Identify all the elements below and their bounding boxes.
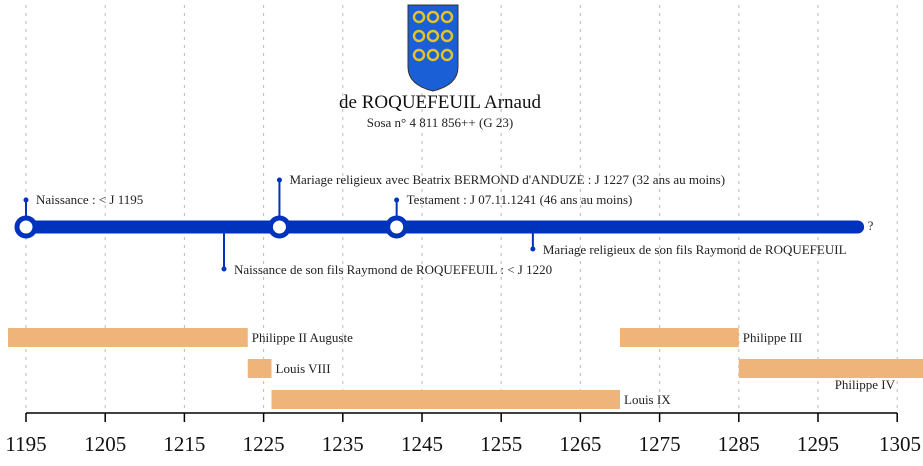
coat-charge <box>440 29 454 43</box>
event-dot <box>23 197 29 203</box>
event-label-son-marriage: Mariage religieux de son fils Raymond de… <box>543 242 847 257</box>
axis-tick-label: 1215 <box>163 432 205 456</box>
reign-label: Philippe III <box>743 330 803 345</box>
person-name: de ROQUEFEUIL Arnaud <box>339 92 541 113</box>
axis-tick-label: 1285 <box>718 432 760 456</box>
life-end-marker: ? <box>868 218 874 233</box>
axis-tick-label: 1245 <box>401 432 443 456</box>
event-dot <box>276 177 282 183</box>
person-sosa: Sosa n° 4 811 856++ (G 23) <box>367 115 514 130</box>
axis-tick-label: 1255 <box>480 432 522 456</box>
coat-charge <box>412 10 426 24</box>
coat-of-arms-icon <box>407 4 459 92</box>
reign-label: Philippe IV <box>835 377 896 392</box>
coat-charge <box>440 48 454 62</box>
reign-label: Louis IX <box>624 392 671 407</box>
reign-bar <box>8 328 248 347</box>
axis-tick-label: 1205 <box>84 432 126 456</box>
reign-bar <box>620 328 739 347</box>
axis-tick-label: 1275 <box>639 432 681 456</box>
coat-charge <box>412 48 426 62</box>
event-circle-testament <box>385 215 409 239</box>
event-circle-marriage <box>267 215 291 239</box>
life-bar: ? <box>14 215 874 239</box>
reign-label: Louis VIII <box>276 361 331 376</box>
coat-charge <box>426 48 440 62</box>
axis-tick-label: 1195 <box>5 432 46 456</box>
event-dot <box>221 266 227 272</box>
reign-bar <box>738 359 923 378</box>
reign-bar <box>271 390 620 409</box>
event-dot <box>530 246 536 252</box>
event-label-marriage: Mariage religieux avec Beatrix BERMOND d… <box>289 172 725 187</box>
reign-label: Philippe II Auguste <box>252 330 353 345</box>
grid-lines <box>25 5 898 410</box>
coat-charge <box>426 29 440 43</box>
event-label-birth: Naissance : < J 1195 <box>36 192 143 207</box>
coat-charge <box>426 10 440 24</box>
coat-charge <box>412 29 426 43</box>
axis-tick-label: 1235 <box>322 432 364 456</box>
axis-tick-label: 1265 <box>559 432 601 456</box>
axis-tick-label: 1305 <box>879 432 921 456</box>
coat-charge <box>440 10 454 24</box>
reign-bar <box>247 359 272 378</box>
axis-tick-label: 1295 <box>797 432 839 456</box>
event-dot <box>394 197 400 203</box>
event-label-testament: Testament : J 07.11.1241 (46 ans au moin… <box>407 192 633 207</box>
event-circle-birth <box>14 215 38 239</box>
year-axis: 1195 1205 1215 1225 1235 1245 1255 1265 1275 1285… <box>5 412 921 456</box>
axis-tick-label: 1225 <box>243 432 285 456</box>
event-label-son-birth: Naissance de son fils Raymond de ROQUEFE… <box>234 262 552 277</box>
